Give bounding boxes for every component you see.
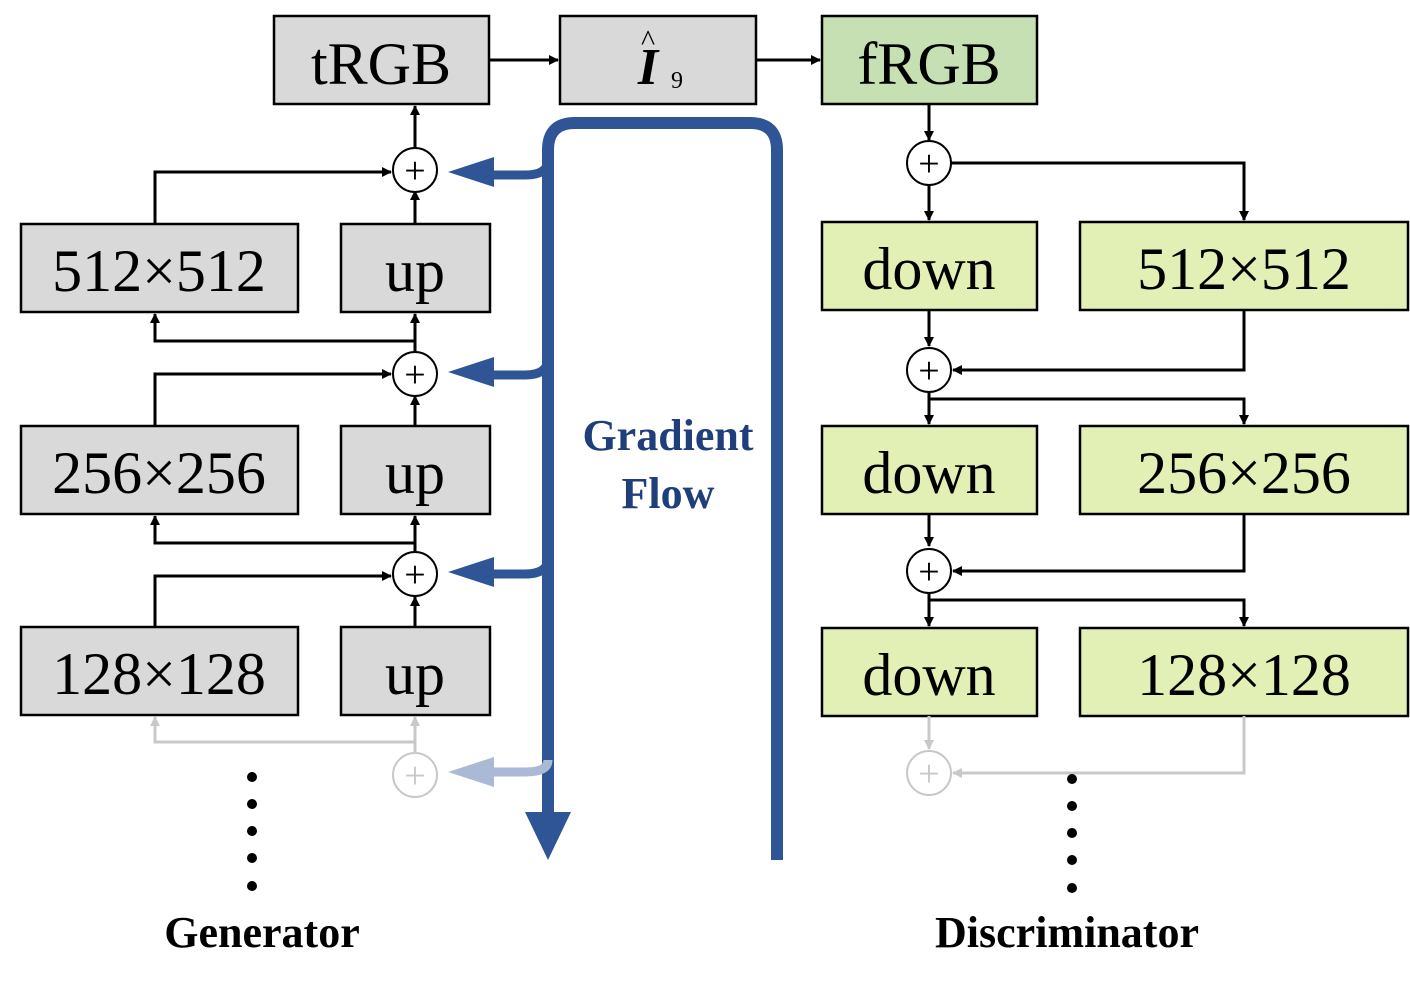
generator-up-label-3: up: [385, 641, 445, 707]
generator-block-256: 256×256: [19, 424, 300, 516]
svg-text:+: +: [918, 753, 939, 795]
disc-adder-3: +: [906, 548, 952, 594]
svg-text:+: +: [404, 150, 425, 192]
discriminator-connectors: [924, 104, 1249, 778]
image-node-symbol: I: [637, 39, 660, 96]
svg-text:+: +: [918, 350, 939, 392]
disc-down-label-3: down: [862, 642, 995, 708]
gradient-flow-label-1: Gradient: [582, 411, 753, 460]
disc-down-label-2: down: [862, 440, 995, 506]
discriminator-title: Discriminator: [935, 908, 1199, 957]
generator-adder-3: +: [392, 551, 438, 597]
generator-res-128: 128×128: [52, 641, 266, 707]
generator-adder-faint: +: [392, 752, 438, 798]
disc-block-256: 256×256: [1078, 424, 1410, 516]
generator-up-1: up: [339, 222, 492, 314]
discriminator-continuation-dots: [1067, 774, 1077, 893]
generator-up-3: up: [339, 625, 492, 717]
generator-continuation-dots: [247, 772, 257, 891]
image-node-box: I ^ 9: [558, 14, 758, 106]
frgb-box: fRGB: [820, 14, 1039, 106]
gradient-flow-label-2: Flow: [622, 469, 715, 518]
svg-text:+: +: [918, 551, 939, 593]
disc-adder-faint: +: [906, 750, 952, 796]
generator-res-512: 512×512: [52, 238, 266, 304]
disc-block-128: 128×128: [1078, 626, 1410, 718]
disc-res-128: 128×128: [1137, 642, 1351, 708]
disc-block-512: 512×512: [1078, 220, 1410, 312]
svg-text:+: +: [918, 143, 939, 185]
gradient-flow-path: [448, 117, 783, 860]
generator-title: Generator: [164, 908, 359, 957]
svg-text:+: +: [404, 354, 425, 396]
image-node-subscript: 9: [671, 68, 683, 94]
disc-down-label-1: down: [862, 236, 995, 302]
disc-res-512: 512×512: [1137, 236, 1351, 302]
disc-adder-1: +: [906, 140, 952, 186]
svg-text:+: +: [404, 755, 425, 797]
frgb-label: fRGB: [857, 31, 1000, 97]
disc-adder-2: +: [906, 347, 952, 393]
generator-res-256: 256×256: [52, 440, 266, 506]
trgb-label: tRGB: [311, 31, 451, 97]
generator-block-128: 128×128: [19, 625, 300, 717]
generator-up-2: up: [339, 424, 492, 516]
generator-connectors: [150, 105, 420, 753]
disc-down-1: down: [820, 220, 1039, 312]
trgb-box: tRGB: [272, 14, 491, 106]
image-node-hat: ^: [641, 24, 655, 57]
generator-up-label-2: up: [385, 440, 445, 506]
generator-up-label-1: up: [385, 238, 445, 304]
disc-down-3: down: [820, 626, 1039, 718]
disc-res-256: 256×256: [1137, 440, 1351, 506]
generator-adder-1: +: [392, 147, 438, 193]
generator-adder-2: +: [392, 351, 438, 397]
svg-text:+: +: [404, 554, 425, 596]
disc-down-2: down: [820, 424, 1039, 516]
generator-block-512: 512×512: [19, 222, 300, 314]
